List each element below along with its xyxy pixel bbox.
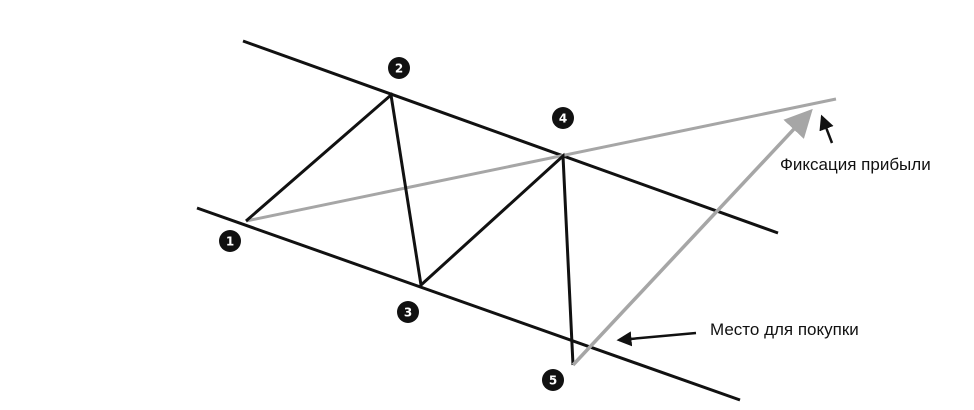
point-marker-1: 1 [219,230,241,252]
point-marker-5: 5 [542,369,564,391]
point-marker-2: 2 [388,57,410,79]
svg-text:3: 3 [404,306,412,320]
svg-text:5: 5 [549,374,557,388]
take-profit-pointer-arrow [819,114,834,144]
buy-point-pointer-arrow [616,331,697,347]
price-zigzag [245,92,575,366]
upper-channel-line [242,39,779,235]
lower-channel-line [196,206,741,402]
svg-text:4: 4 [559,112,567,126]
svg-text:2: 2 [395,62,403,76]
trend-line [245,97,837,223]
buy-arrow [571,108,813,367]
point-marker-4: 4 [552,107,574,129]
buy-point-label: Место для покупки [710,320,859,339]
point-marker-3: 3 [397,301,419,323]
svg-text:1: 1 [226,235,234,249]
take-profit-label: Фиксация прибыли [780,155,931,174]
